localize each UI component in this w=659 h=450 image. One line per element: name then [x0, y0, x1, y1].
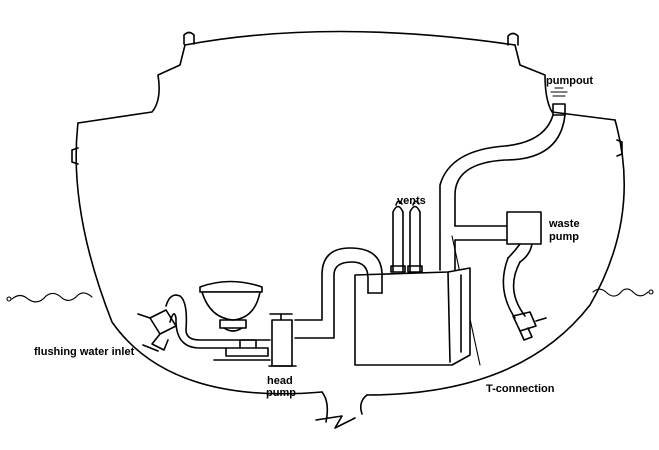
label-vents: vents: [397, 195, 426, 207]
head-pump: [268, 313, 297, 367]
label-waste-pump-line2: pump: [549, 231, 579, 243]
hull: [71, 30, 626, 429]
vents: [390, 200, 423, 273]
label-pumpout: pumpout: [546, 75, 593, 87]
label-head-pump-line1: head: [267, 375, 293, 387]
flushing-water-inlet: [137, 294, 271, 352]
waste-pump: [502, 211, 547, 341]
pumpout-hose: [439, 87, 568, 235]
label-head-pump-line2: pump: [266, 387, 296, 399]
label-waste-pump-line1: waste: [548, 218, 580, 230]
label-flushing-water-inlet: flushing water inlet: [34, 346, 135, 358]
holding-tank: [354, 267, 471, 366]
waterline: [6, 288, 654, 303]
label-t-connection: T-connection: [486, 383, 555, 395]
discharge-hose: [294, 247, 383, 339]
